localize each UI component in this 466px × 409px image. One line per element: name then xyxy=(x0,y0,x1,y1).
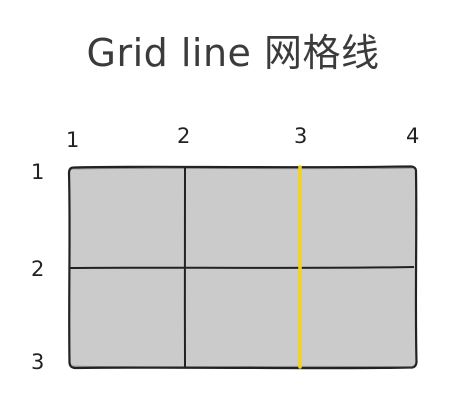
grid-border-sketch-bottom xyxy=(70,365,415,368)
page-title: Grid line 网格线 xyxy=(86,31,380,75)
grid-border-sketch-top xyxy=(71,167,415,170)
column-line-label-4: 4 xyxy=(406,124,420,148)
grid-border xyxy=(67,165,418,370)
row-line-label-2: 2 xyxy=(31,257,45,281)
column-line-label-2: 2 xyxy=(177,124,191,148)
row-line-label-3: 3 xyxy=(31,350,45,374)
column-line-label-1: 1 xyxy=(66,128,80,152)
row-line-label-1: 1 xyxy=(31,160,45,184)
column-line-label-3: 3 xyxy=(294,124,308,148)
row-line-2 xyxy=(68,266,415,269)
